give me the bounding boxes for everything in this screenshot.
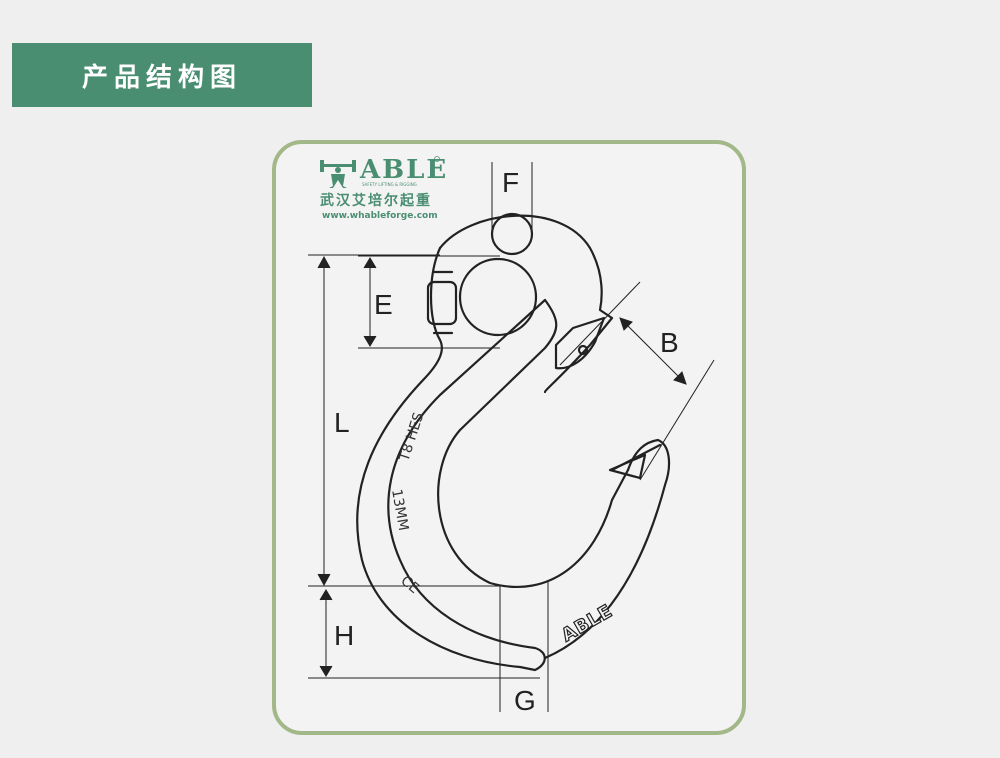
logo-tagline: SAFETY LIFTING & RIGGING — [362, 182, 417, 187]
hook-inner-contour — [437, 298, 630, 589]
diagram-panel — [272, 140, 746, 735]
hook-tip — [543, 438, 671, 660]
engraving-ce-mark: CE — [397, 573, 422, 597]
dim-label-f: F — [502, 167, 519, 198]
safety-latch — [554, 316, 606, 370]
engraving-size: 13MM — [388, 488, 411, 532]
engraving-grade: T8 HES — [396, 410, 427, 464]
dim-label-l: L — [334, 407, 350, 438]
logo-company-name: 武汉艾培尔起重 — [320, 192, 432, 209]
section-title-banner: 产品结构图 — [12, 43, 312, 107]
registered-mark-icon — [434, 156, 440, 162]
hook-drawing — [356, 212, 671, 672]
dim-label-b: B — [660, 327, 679, 358]
logo-brand-text: ABLE — [359, 155, 448, 185]
dim-label-e: E — [374, 289, 393, 320]
link-ring — [490, 212, 534, 256]
section-title: 产品结构图 — [81, 62, 242, 93]
engraving-brand: ABLE — [558, 600, 616, 646]
weightlifter-icon — [320, 160, 356, 188]
hook-outer-contour — [438, 214, 614, 394]
brand-logo: ABLE SAFETY LIFTING & RIGGING 武汉艾培尔起重 ww… — [320, 155, 448, 221]
dim-label-g: G — [514, 685, 536, 716]
dim-label-h: H — [334, 620, 354, 651]
dimension-lines — [308, 162, 715, 712]
eye-pin — [458, 257, 538, 337]
logo-website: www.whableforge.com — [322, 211, 438, 221]
